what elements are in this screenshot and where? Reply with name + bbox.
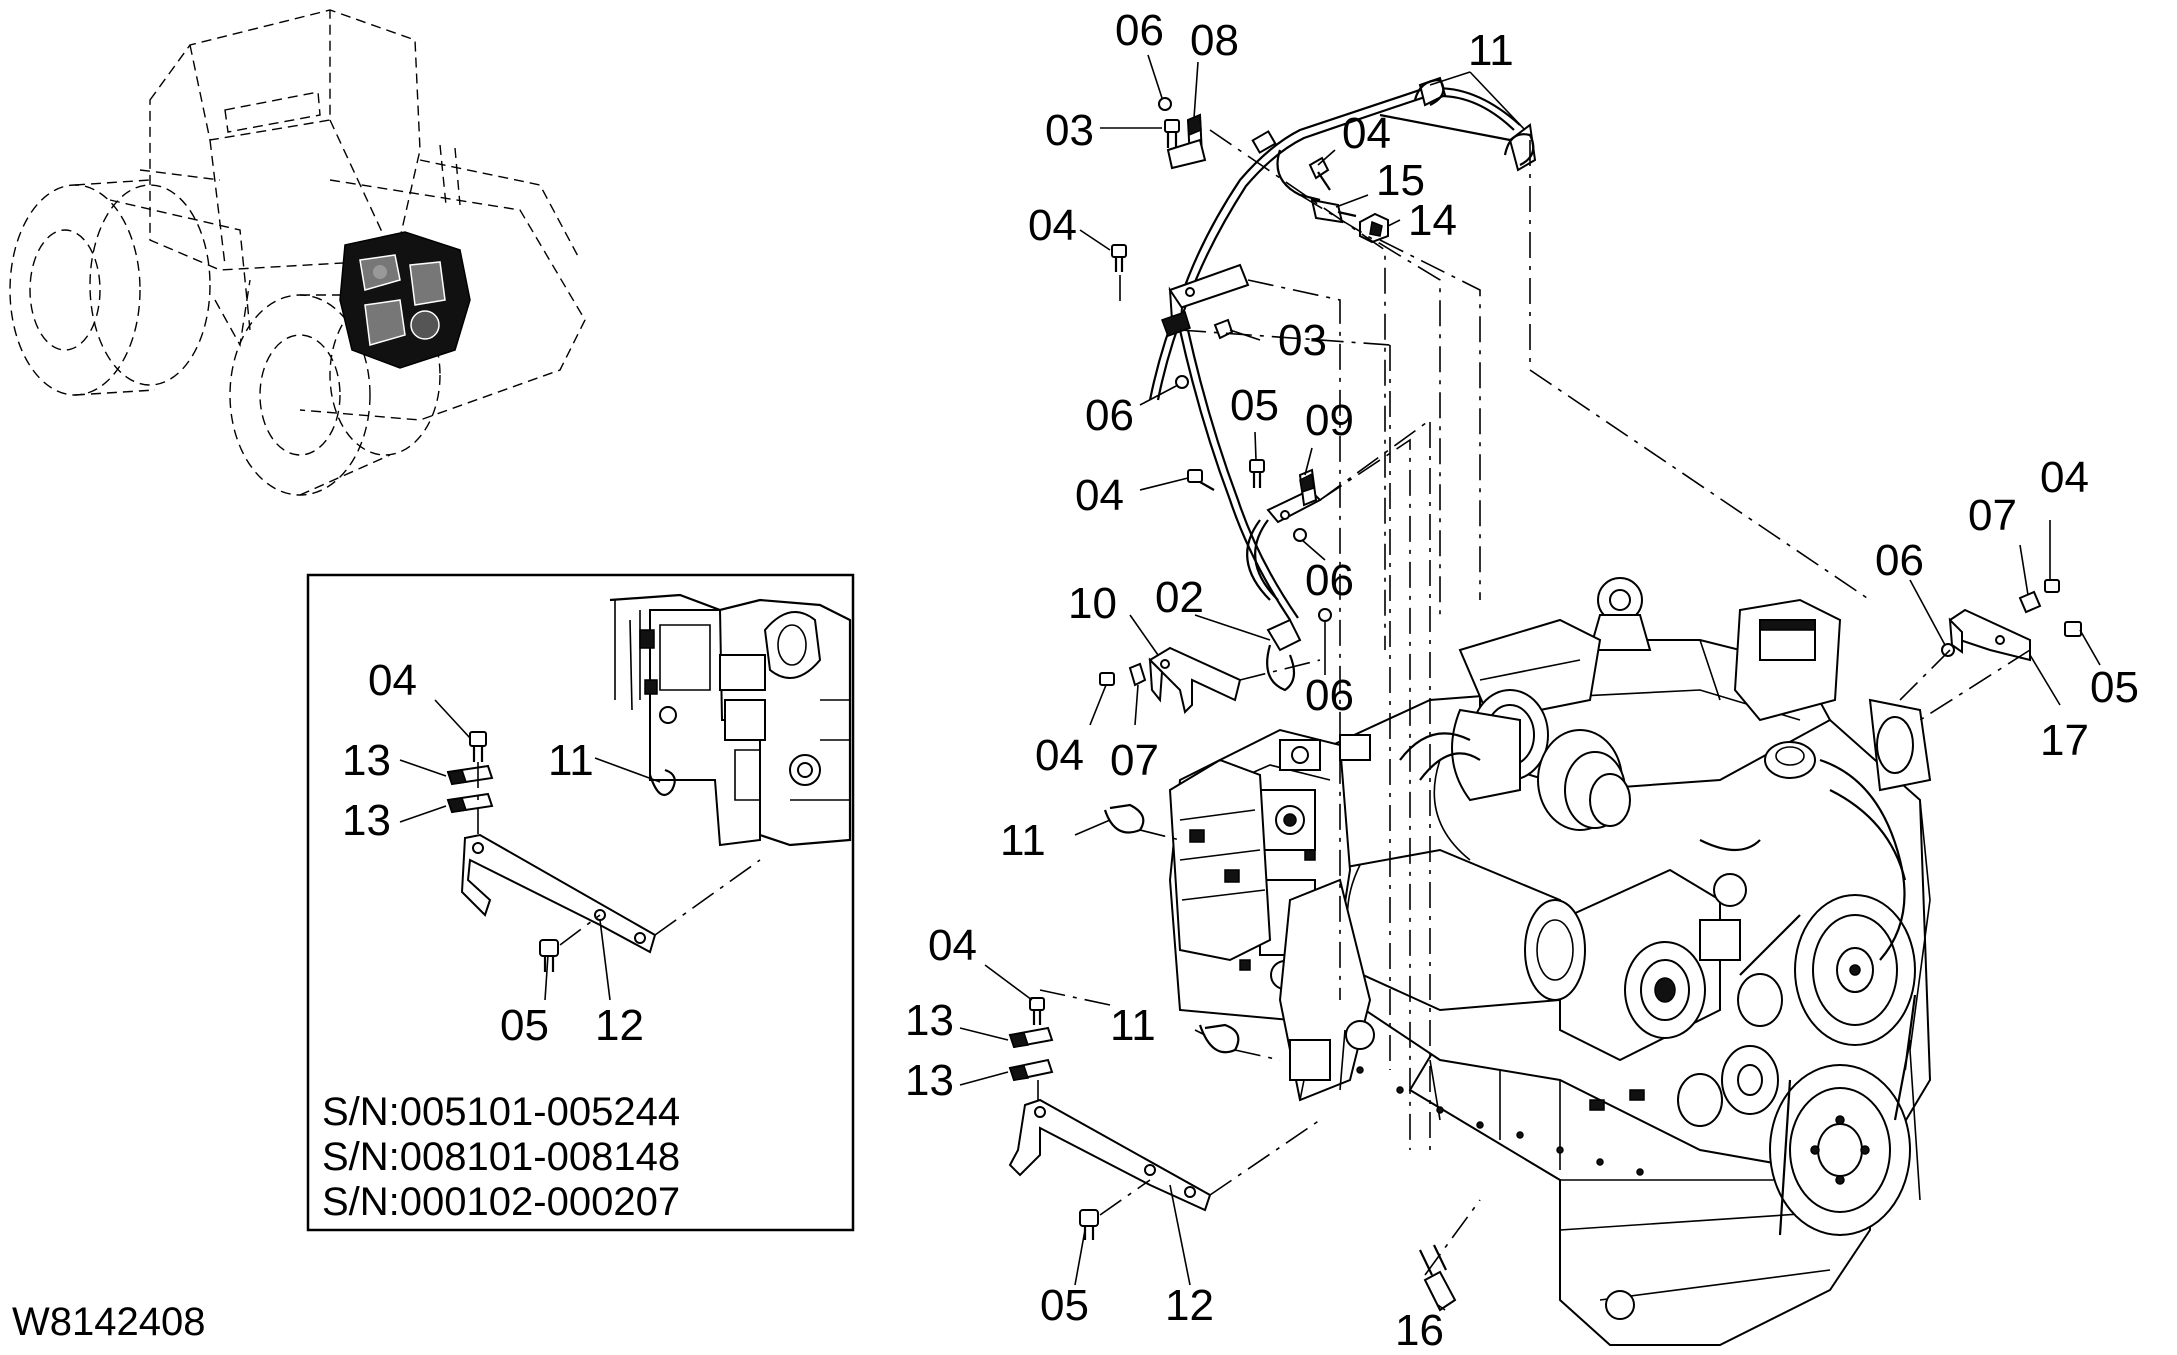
bolt-04-left [1111, 244, 1127, 272]
bracket-09 [1266, 468, 1322, 524]
bracket-17 [1948, 608, 2031, 662]
bolt-04-mid [1187, 469, 1215, 491]
clamp-02 [1266, 618, 1302, 692]
fan-pulley [1794, 894, 1916, 1046]
bracket-12 [1008, 1098, 1212, 1212]
callout-04: 04 [1342, 109, 1391, 158]
callout-03: 03 [1045, 106, 1094, 155]
callout-labels: 06 08 11 03 04 15 14 04 03 06 05 09 04 0… [12, 6, 2139, 1355]
inset-callout-11: 11 [548, 736, 594, 785]
turbo-intake [1433, 689, 1631, 861]
callout-14: 14 [1408, 196, 1457, 245]
callout-12: 12 [1165, 1281, 1214, 1330]
inset-bolt-05 [539, 939, 559, 972]
inset-clamp-lower [446, 792, 494, 814]
inset-callout-04: 04 [368, 656, 417, 705]
bolt-03-top [1164, 119, 1180, 148]
callout-06: 06 [1085, 391, 1134, 440]
bracket-08 [1166, 113, 1207, 170]
leader-lines [399, 54, 2101, 1311]
callout-04: 04 [1075, 471, 1124, 520]
inset-clamp-upper [446, 764, 494, 786]
pump-valve-stack [1168, 734, 1371, 962]
callout-09: 09 [1305, 396, 1354, 445]
inset-callout-13: 13 [342, 736, 391, 785]
callout-07: 07 [1110, 736, 1159, 785]
machine-overview-illustration [9, 9, 586, 496]
nut-06-bottom [1318, 608, 1332, 622]
callout-06: 06 [1115, 6, 1164, 55]
cable-tie-11-left [1103, 803, 1145, 834]
nut-06-right [1941, 643, 1955, 657]
nut-07-right [2018, 590, 2042, 614]
assembly-lines [1039, 129, 2031, 1276]
bracket-10 [1148, 646, 1242, 714]
inset-engine-section [609, 593, 852, 847]
cable-tie-11-lower [1198, 1023, 1240, 1054]
callout-10: 10 [1068, 579, 1117, 628]
inset-bracket [460, 833, 657, 954]
callout-06: 06 [1305, 671, 1354, 720]
clamp-13-lower [1008, 1058, 1054, 1082]
callout-17: 17 [2040, 716, 2089, 765]
serial-number-line: S/N:008101-008148 [322, 1135, 680, 1179]
callout-04: 04 [2040, 453, 2089, 502]
callout-13: 13 [905, 996, 954, 1045]
bolt-05-right [2064, 621, 2082, 637]
nut-06-lower [1293, 528, 1307, 542]
nut-06-mid [1175, 375, 1189, 389]
inset-callout-13: 13 [342, 796, 391, 845]
callout-11: 11 [1000, 816, 1046, 865]
callout-06: 06 [1305, 556, 1354, 605]
callout-05: 05 [2090, 663, 2139, 712]
clamp-13-upper [1008, 1026, 1054, 1049]
nut-07 [1128, 662, 1147, 687]
bolt-04-lower-bracket [1029, 997, 1045, 1025]
nut-06-top [1158, 97, 1172, 111]
callout-04: 04 [1035, 731, 1084, 780]
callout-04: 04 [928, 921, 977, 970]
callout-13: 13 [905, 1056, 954, 1105]
callout-07: 07 [1968, 491, 2017, 540]
callout-08: 08 [1190, 16, 1239, 65]
drawing-id: W8142408 [12, 1300, 205, 1344]
callout-04: 04 [1028, 201, 1077, 250]
bolt-04-lower [1099, 672, 1115, 686]
callout-05: 05 [1230, 381, 1279, 430]
block-bolt-row [1356, 1066, 1644, 1176]
callout-06: 06 [1875, 536, 1924, 585]
callout-03: 03 [1278, 316, 1327, 365]
wiring-harness [1148, 76, 1537, 621]
callout-15: 15 [1376, 156, 1425, 205]
callout-05: 05 [1040, 1281, 1089, 1330]
inset-detail [306, 573, 855, 1232]
inset-cable-tie [648, 768, 676, 797]
bolt-05-mid [1249, 459, 1265, 488]
bolt-04-right [2044, 579, 2060, 593]
serial-number-line: S/N:000102-000207 [322, 1180, 680, 1224]
drain-plug-16 [1419, 1244, 1457, 1312]
bolt-04-top [1308, 156, 1331, 191]
crankshaft-pulley [1769, 1064, 1911, 1236]
inset-bolt [469, 731, 487, 762]
callout-02: 02 [1155, 573, 1204, 622]
callout-16: 16 [1395, 1306, 1444, 1355]
engine-assembly [1168, 577, 1932, 1346]
alternator [1559, 868, 1721, 1062]
inset-callout-05: 05 [500, 1001, 549, 1050]
harness-bracket-upper [1161, 263, 1250, 337]
callout-11: 11 [1110, 1001, 1156, 1050]
plug-14 [1359, 212, 1389, 244]
bolt-03-mid [1213, 318, 1234, 340]
sensor-15 [1310, 198, 1357, 224]
callout-11: 11 [1468, 26, 1514, 75]
bolt-05-bottom [1079, 1209, 1099, 1240]
inset-callout-12: 12 [595, 1001, 644, 1050]
serial-number-line: S/N:005101-005244 [322, 1090, 680, 1134]
